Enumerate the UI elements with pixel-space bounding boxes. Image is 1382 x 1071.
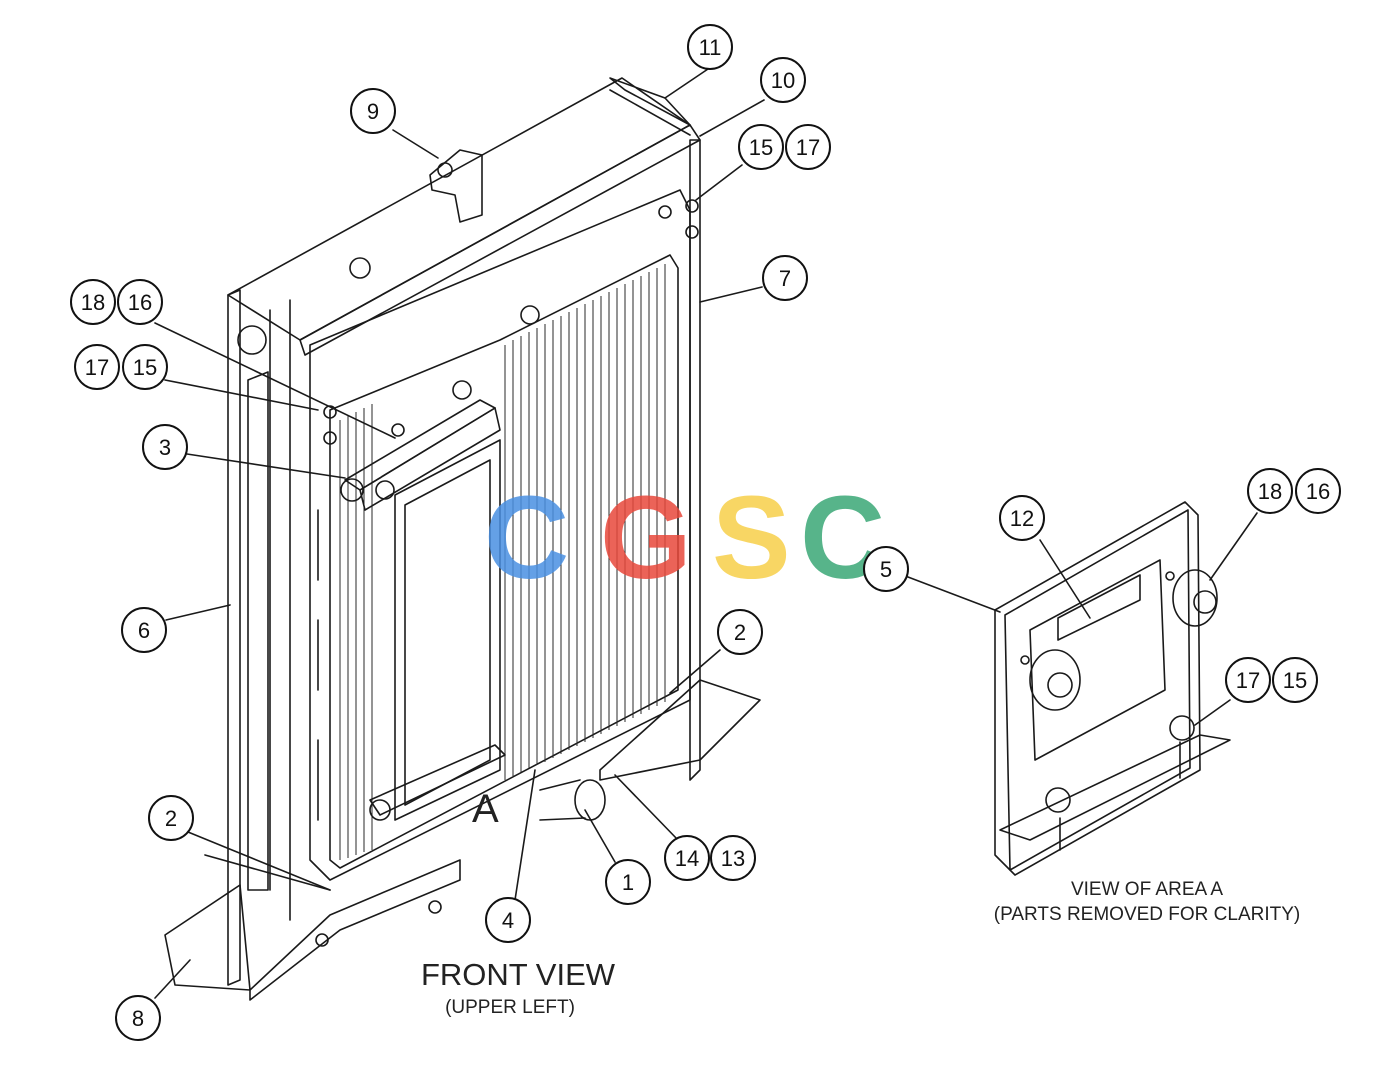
callout-balloon: 18 [1247,468,1293,514]
detail-view-subtitle: (PARTS REMOVED FOR CLARITY) [994,904,1301,925]
inner-frame [309,189,691,881]
callout-balloon: 2 [148,795,194,841]
watermark-letter-c: C [484,472,569,604]
svg-text:5: 5 [880,557,892,582]
radiator-assembly [164,77,761,1001]
callout-balloon: 13 [710,835,756,881]
area-a-detail [994,501,1231,876]
outlet-pipe [574,779,606,821]
svg-text:8: 8 [132,1006,144,1031]
side-post-left [227,289,241,986]
callout-balloon: 15 [1272,657,1318,703]
callout-balloon: 1 [605,859,651,905]
svg-text:12: 12 [1010,506,1034,531]
svg-text:6: 6 [138,618,150,643]
nut-right [1193,590,1217,614]
svg-text:15: 15 [749,135,773,160]
watermark-letter-g: G [600,472,692,604]
washer-right [1172,569,1218,627]
svg-text:16: 16 [128,290,152,315]
svg-text:17: 17 [796,135,820,160]
svg-text:15: 15 [133,355,157,380]
svg-text:1: 1 [622,870,634,895]
callout-balloon: 8 [115,995,161,1041]
callout-balloon: 10 [760,57,806,103]
callout-balloon: 12 [999,495,1045,541]
callout-balloon: 11 [687,24,733,70]
callout-balloon: 9 [350,88,396,134]
svg-text:2: 2 [165,806,177,831]
watermark-letter-s: S [712,472,791,604]
lower-bracket [369,744,506,816]
cgsc-watermark: C G S C [484,472,885,604]
callout-balloon: 17 [1225,657,1271,703]
callout-balloon: 17 [785,124,831,170]
top-tank-top [227,77,691,341]
center-panel [394,439,501,821]
svg-text:9: 9 [367,99,379,124]
washer-left [1029,649,1081,711]
callout-balloon: 4 [485,897,531,943]
svg-text:18: 18 [81,290,105,315]
detail-bracket-plate [994,501,1201,876]
svg-text:17: 17 [85,355,109,380]
bolt-base [1045,787,1071,813]
area-a-marker: A [472,787,499,831]
svg-text:7: 7 [779,266,791,291]
callout-balloon: 15 [738,124,784,170]
front-view-title: FRONT VIEW [421,957,616,992]
filler-cap [237,325,267,355]
radiator-core [339,264,666,860]
svg-text:14: 14 [675,846,699,871]
callout-balloon: 16 [1295,468,1341,514]
svg-text:13: 13 [721,846,745,871]
mounting-foot-right [599,679,761,781]
detail-view-title: VIEW OF AREA A [1071,879,1223,900]
lifting-eye [429,149,483,223]
nut-left [1047,672,1073,698]
callout-balloon: 7 [762,255,808,301]
svg-text:15: 15 [1283,668,1307,693]
callout-balloons: 1 2 2 3 4 5 6 7 8 9 10 11 12 13 14 15 15… [70,24,1341,1041]
callout-balloon: 14 [664,835,710,881]
svg-text:18: 18 [1258,479,1282,504]
svg-text:2: 2 [734,620,746,645]
callout-balloon: 15 [122,344,168,390]
leader-lines [154,68,1258,999]
front-view-subtitle: (UPPER LEFT) [445,997,575,1018]
callout-balloon: 5 [863,546,909,592]
svg-text:4: 4 [502,908,514,933]
callout-balloon: 18 [70,279,116,325]
callout-balloon: 16 [117,279,163,325]
callout-balloon: 6 [121,607,167,653]
callout-balloon: 2 [717,609,763,655]
callout-balloon: 3 [142,424,188,470]
callout-balloon: 17 [74,344,120,390]
svg-text:10: 10 [771,68,795,93]
svg-text:17: 17 [1236,668,1260,693]
svg-text:3: 3 [159,435,171,460]
bolt-top [1169,715,1195,741]
svg-text:16: 16 [1306,479,1330,504]
svg-text:11: 11 [699,35,722,60]
